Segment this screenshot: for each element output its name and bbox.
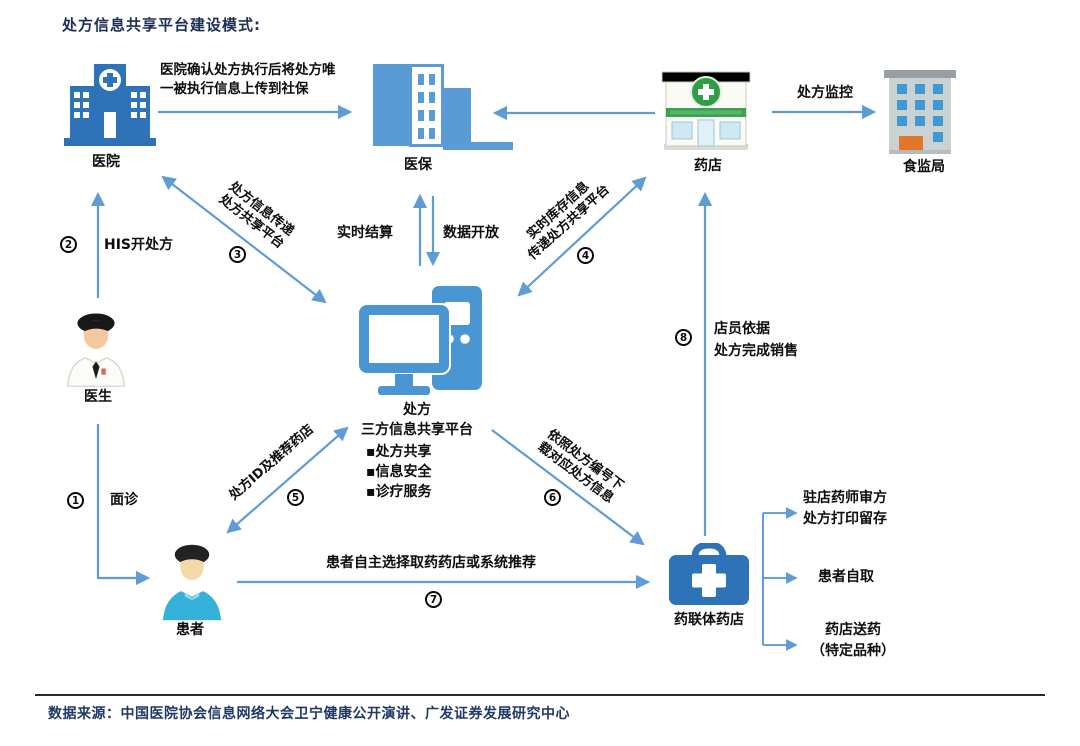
platform-computer-icon (352, 286, 492, 400)
arrow-pharmacy-platform (517, 176, 647, 297)
fda-label: 食监局 (903, 159, 945, 175)
consult-edge-label: 面诊 (110, 492, 138, 508)
pharmacy-label: 药店 (694, 158, 722, 174)
platform-bullet-3: ▪诊疗服务 (366, 484, 432, 500)
branch-1-line1: 驻店药师审方 (803, 490, 887, 506)
step-number-1: 1 (67, 492, 84, 509)
step-number-3: 3 (229, 246, 246, 263)
doctor-icon (58, 310, 134, 388)
sale-line1: 店员依据 (714, 321, 770, 337)
monitor-edge-label: 处方监控 (797, 85, 853, 101)
branch-label-1: 驻店药师审方 处方打印留存 (803, 488, 887, 530)
his-edge-label: HIS开处方 (104, 237, 174, 253)
step-number-6: 6 (544, 489, 561, 506)
alliance-firstaid-kit-icon (668, 543, 750, 607)
settlement-edge-label: 实时结算 (337, 225, 393, 241)
insurance-label: 医保 (404, 157, 432, 173)
page-title: 处方信息共享平台建设模式: (62, 16, 261, 34)
branch-3-line1: 药店送药 (825, 622, 881, 638)
sale-line2: 处方完成销售 (714, 343, 798, 359)
branch-label-2: 患者自取 (818, 569, 874, 585)
doctor-label: 医生 (84, 389, 112, 405)
step-number-7: 7 (425, 591, 442, 608)
hospital-icon (62, 60, 158, 148)
upload-edge-line1: 医院确认处方执行后将处方唯 (160, 62, 336, 78)
arrow-hospital-platform (161, 175, 327, 304)
fda-building-icon (884, 62, 956, 154)
sale-edge-label: 店员依据 处方完成销售 (714, 318, 798, 362)
upload-edge-label: 医院确认处方执行后将处方唯 一被执行信息上传到社保 (160, 61, 388, 99)
platform-title-line1: 处方 (403, 402, 431, 418)
insurance-building-icon (373, 62, 513, 150)
step-number-4: 4 (577, 247, 594, 264)
arrow-doctor-to-patient (96, 424, 151, 586)
upload-edge-line2: 一被执行信息上传到社保 (160, 81, 309, 97)
step-number-8: 8 (675, 329, 692, 346)
branch-3-line2: （特定品种） (811, 643, 895, 659)
hospital-label: 医院 (92, 154, 120, 170)
step-number-2: 2 (60, 236, 77, 253)
choose-edge-label: 患者自主选择取药药店或系统推荐 (326, 555, 536, 571)
patient-icon (157, 542, 227, 622)
platform-title-line2: 三方信息共享平台 (361, 422, 473, 438)
platform-bullet-2: ▪信息安全 (366, 464, 432, 480)
patient-label: 患者 (176, 622, 204, 638)
step-number-5: 5 (287, 489, 304, 506)
alliance-label: 药联体药店 (674, 612, 744, 628)
branch-1-line2: 处方打印留存 (803, 511, 887, 527)
data-source-text: 数据来源：中国医院协会信息网络大会卫宁健康公开演讲、广发证券发展研究中心 (48, 706, 570, 722)
platform-bullet-1: ▪处方共享 (366, 444, 432, 460)
pharmacy-store-icon (656, 56, 756, 156)
platform-bullets: ▪处方共享 ▪信息安全 ▪诊疗服务 (366, 442, 432, 502)
footer-divider (35, 694, 1045, 696)
data-open-edge-label: 数据开放 (443, 225, 499, 241)
arrow-platform-to-alliance (491, 429, 645, 546)
branch-label-3: 药店送药 （特定品种） (798, 620, 908, 662)
arrow-patient-platform (226, 426, 349, 534)
